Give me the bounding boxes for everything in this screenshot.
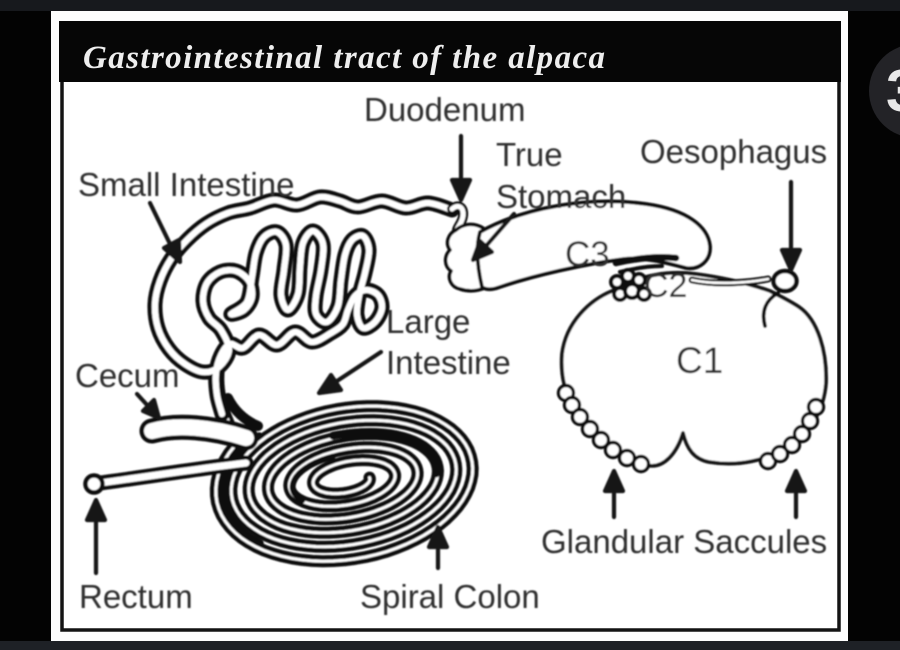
svg-text:C1: C1 — [676, 340, 723, 381]
svg-text:Large: Large — [386, 303, 470, 340]
svg-text:Intestine: Intestine — [386, 344, 511, 381]
svg-text:Gastrointestinal tract of the: Gastrointestinal tract of the alpaca — [83, 40, 606, 76]
svg-text:3: 3 — [886, 58, 900, 124]
svg-text:C3: C3 — [565, 235, 610, 274]
svg-text:Small Intestine: Small Intestine — [78, 166, 294, 203]
svg-text:Glandular Saccules: Glandular Saccules — [541, 523, 827, 560]
svg-text:Stomach: Stomach — [496, 178, 626, 215]
svg-text:Spiral Colon: Spiral Colon — [360, 578, 540, 615]
svg-text:Oesophagus: Oesophagus — [640, 133, 827, 170]
svg-text:C2: C2 — [644, 267, 687, 305]
svg-text:Duodenum: Duodenum — [364, 91, 525, 128]
svg-text:Rectum: Rectum — [79, 578, 193, 615]
svg-text:Cecum: Cecum — [75, 357, 180, 394]
svg-text:True: True — [496, 136, 563, 173]
